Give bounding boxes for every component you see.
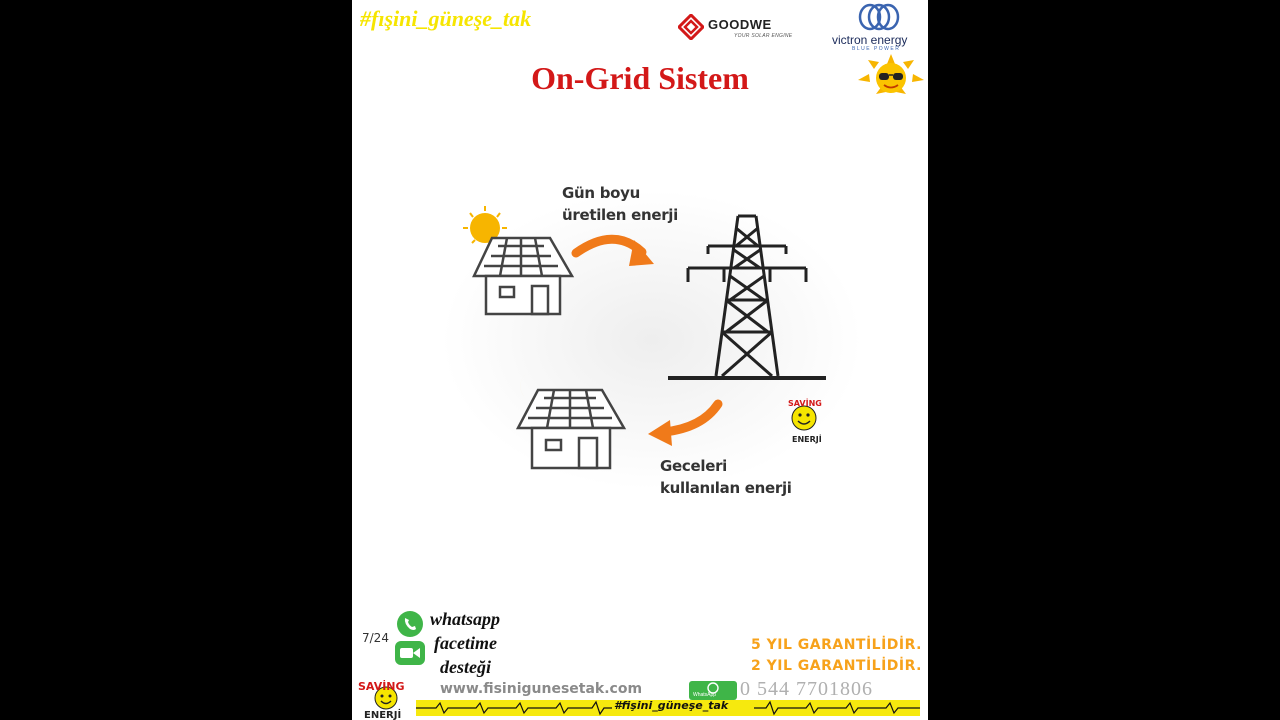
facetime-label: facetime: [434, 633, 497, 653]
victron-logo: victron energy BLUE POWER: [830, 2, 926, 52]
warranty-line-2: 2 YIL GARANTİLİDİR.: [751, 658, 922, 674]
page-counter: 7/24: [362, 631, 389, 645]
night-energy-label: Geceleri kullanılan enerji: [660, 457, 792, 497]
day-arrow-icon: [571, 234, 654, 266]
website-link[interactable]: www.fisinigunesetak.com: [440, 681, 643, 697]
saving-energy-logo: SAVİNG ENERJİ: [788, 398, 822, 444]
svg-text:ENERJİ: ENERJİ: [792, 434, 822, 444]
whatsapp-label: whatsapp: [430, 609, 501, 629]
goodwe-diamond-icon: [676, 12, 706, 42]
facetime-icon[interactable]: [394, 639, 426, 667]
ticker-hashtag: #fişini_güneşe_tak: [614, 699, 729, 712]
warranty-line-1: 5 YIL GARANTİLİDİR.: [751, 637, 922, 653]
goodwe-logo: GOODWE YOUR SOLAR ENGINE: [676, 12, 793, 42]
whatsapp-badge[interactable]: WhatsApp: [689, 681, 737, 700]
footer-ticker: #fişini_güneşe_tak: [416, 699, 920, 716]
whatsapp-badge-icon: [707, 682, 719, 694]
victron-wordmark: victron energy: [832, 33, 908, 47]
day-energy-label: Gün boyu üretilen enerji: [562, 184, 678, 224]
saving-energy-logo-bottom: SAVİNG ENERJİ: [358, 679, 405, 720]
victron-wave-icon: [858, 3, 900, 31]
goodwe-wordmark: GOODWE: [708, 17, 772, 32]
power-tower-icon: [668, 214, 826, 380]
on-grid-diagram: [442, 190, 862, 490]
video-slide: #fışini_güneşe_tak GOODWE YOUR SOLAR ENG…: [352, 0, 928, 720]
victron-tagline: BLUE POWER: [852, 46, 901, 52]
goodwe-tagline: YOUR SOLAR ENGINE: [734, 33, 793, 39]
svg-text:ENERJİ: ENERJİ: [364, 707, 401, 720]
sun-sunglasses-icon: [858, 54, 924, 94]
svg-text:SAVİNG: SAVİNG: [358, 679, 405, 693]
sun-icon: [463, 206, 507, 244]
whatsapp-icon[interactable]: [394, 610, 426, 638]
phone-number[interactable]: 0 544 7701806: [740, 678, 873, 700]
house-icon: [515, 388, 627, 470]
page-title: On-Grid Sistem: [531, 60, 749, 96]
hashtag-header: #fışini_güneşe_tak: [360, 6, 532, 31]
heartbeat-line-icon: [416, 700, 920, 716]
night-arrow-icon: [648, 399, 723, 446]
whatsapp-badge-label: WhatsApp: [693, 692, 717, 698]
house-icon: [472, 236, 575, 316]
support-label: desteği: [440, 657, 491, 677]
svg-text:SAVİNG: SAVİNG: [788, 398, 822, 408]
